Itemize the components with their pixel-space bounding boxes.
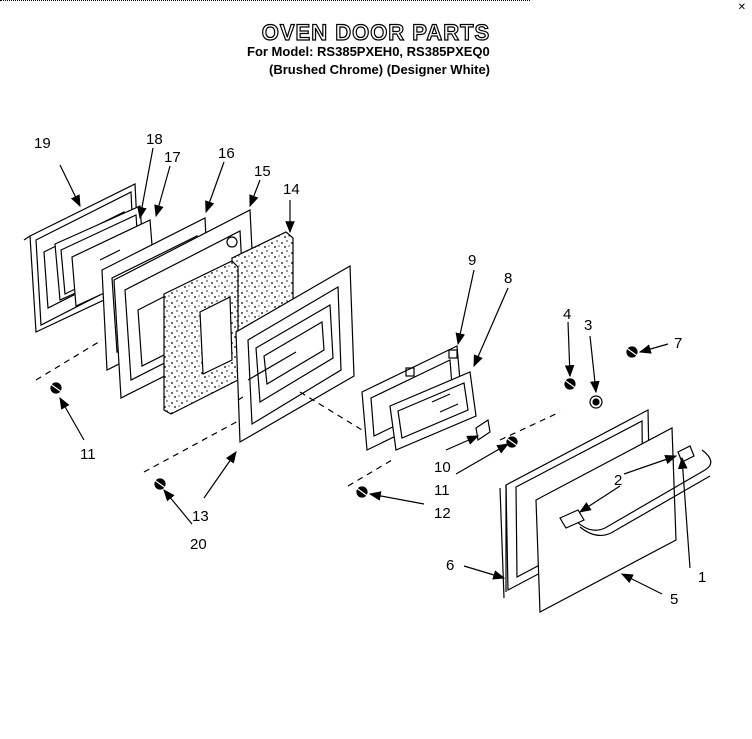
callout-6: 6 — [446, 557, 454, 574]
callout-20: 20 — [190, 536, 207, 553]
callout-5: 5 — [670, 591, 678, 608]
callout-16: 16 — [218, 145, 235, 162]
assembly-lines — [35, 339, 561, 487]
part-13-inner-panel — [235, 264, 355, 444]
part-1-handle — [574, 449, 712, 537]
page-title: OVEN DOOR PARTS — [261, 19, 491, 45]
callout-labels: 19 18 17 16 15 14 9 8 4 3 7 11 10 2 11 1… — [34, 131, 706, 608]
model-line: For Model: RS385PXEH0, RS385PXEQ0 — [247, 44, 490, 59]
callout-4: 4 — [563, 306, 571, 323]
callout-9: 9 — [468, 252, 476, 269]
top-border-dots — [0, 0, 530, 5]
callout-18: 18 — [146, 131, 163, 148]
part-10-clip — [475, 418, 491, 442]
finish-line: (Brushed Chrome) (Designer White) — [269, 62, 491, 77]
callout-10: 10 — [434, 459, 451, 476]
callout-2: 2 — [614, 472, 622, 489]
callout-19: 19 — [34, 135, 51, 152]
callout-12: 12 — [434, 505, 451, 522]
callout-1: 1 — [698, 569, 706, 586]
callout-13: 13 — [192, 508, 209, 525]
part-8-glass — [389, 371, 477, 451]
callout-17: 17 — [164, 149, 181, 166]
callout-14: 14 — [283, 181, 300, 198]
corner-mark: ✕ — [737, 2, 746, 13]
callout-3: 3 — [584, 317, 592, 334]
callout-11-right: 11 — [434, 482, 450, 499]
leader-arrows — [59, 147, 691, 595]
callout-11-left: 11 — [80, 446, 96, 463]
callout-8: 8 — [504, 270, 512, 287]
screws — [48, 346, 640, 498]
callout-15: 15 — [254, 163, 271, 180]
part-5-glass-panel — [535, 427, 677, 613]
callout-7: 7 — [674, 335, 682, 352]
